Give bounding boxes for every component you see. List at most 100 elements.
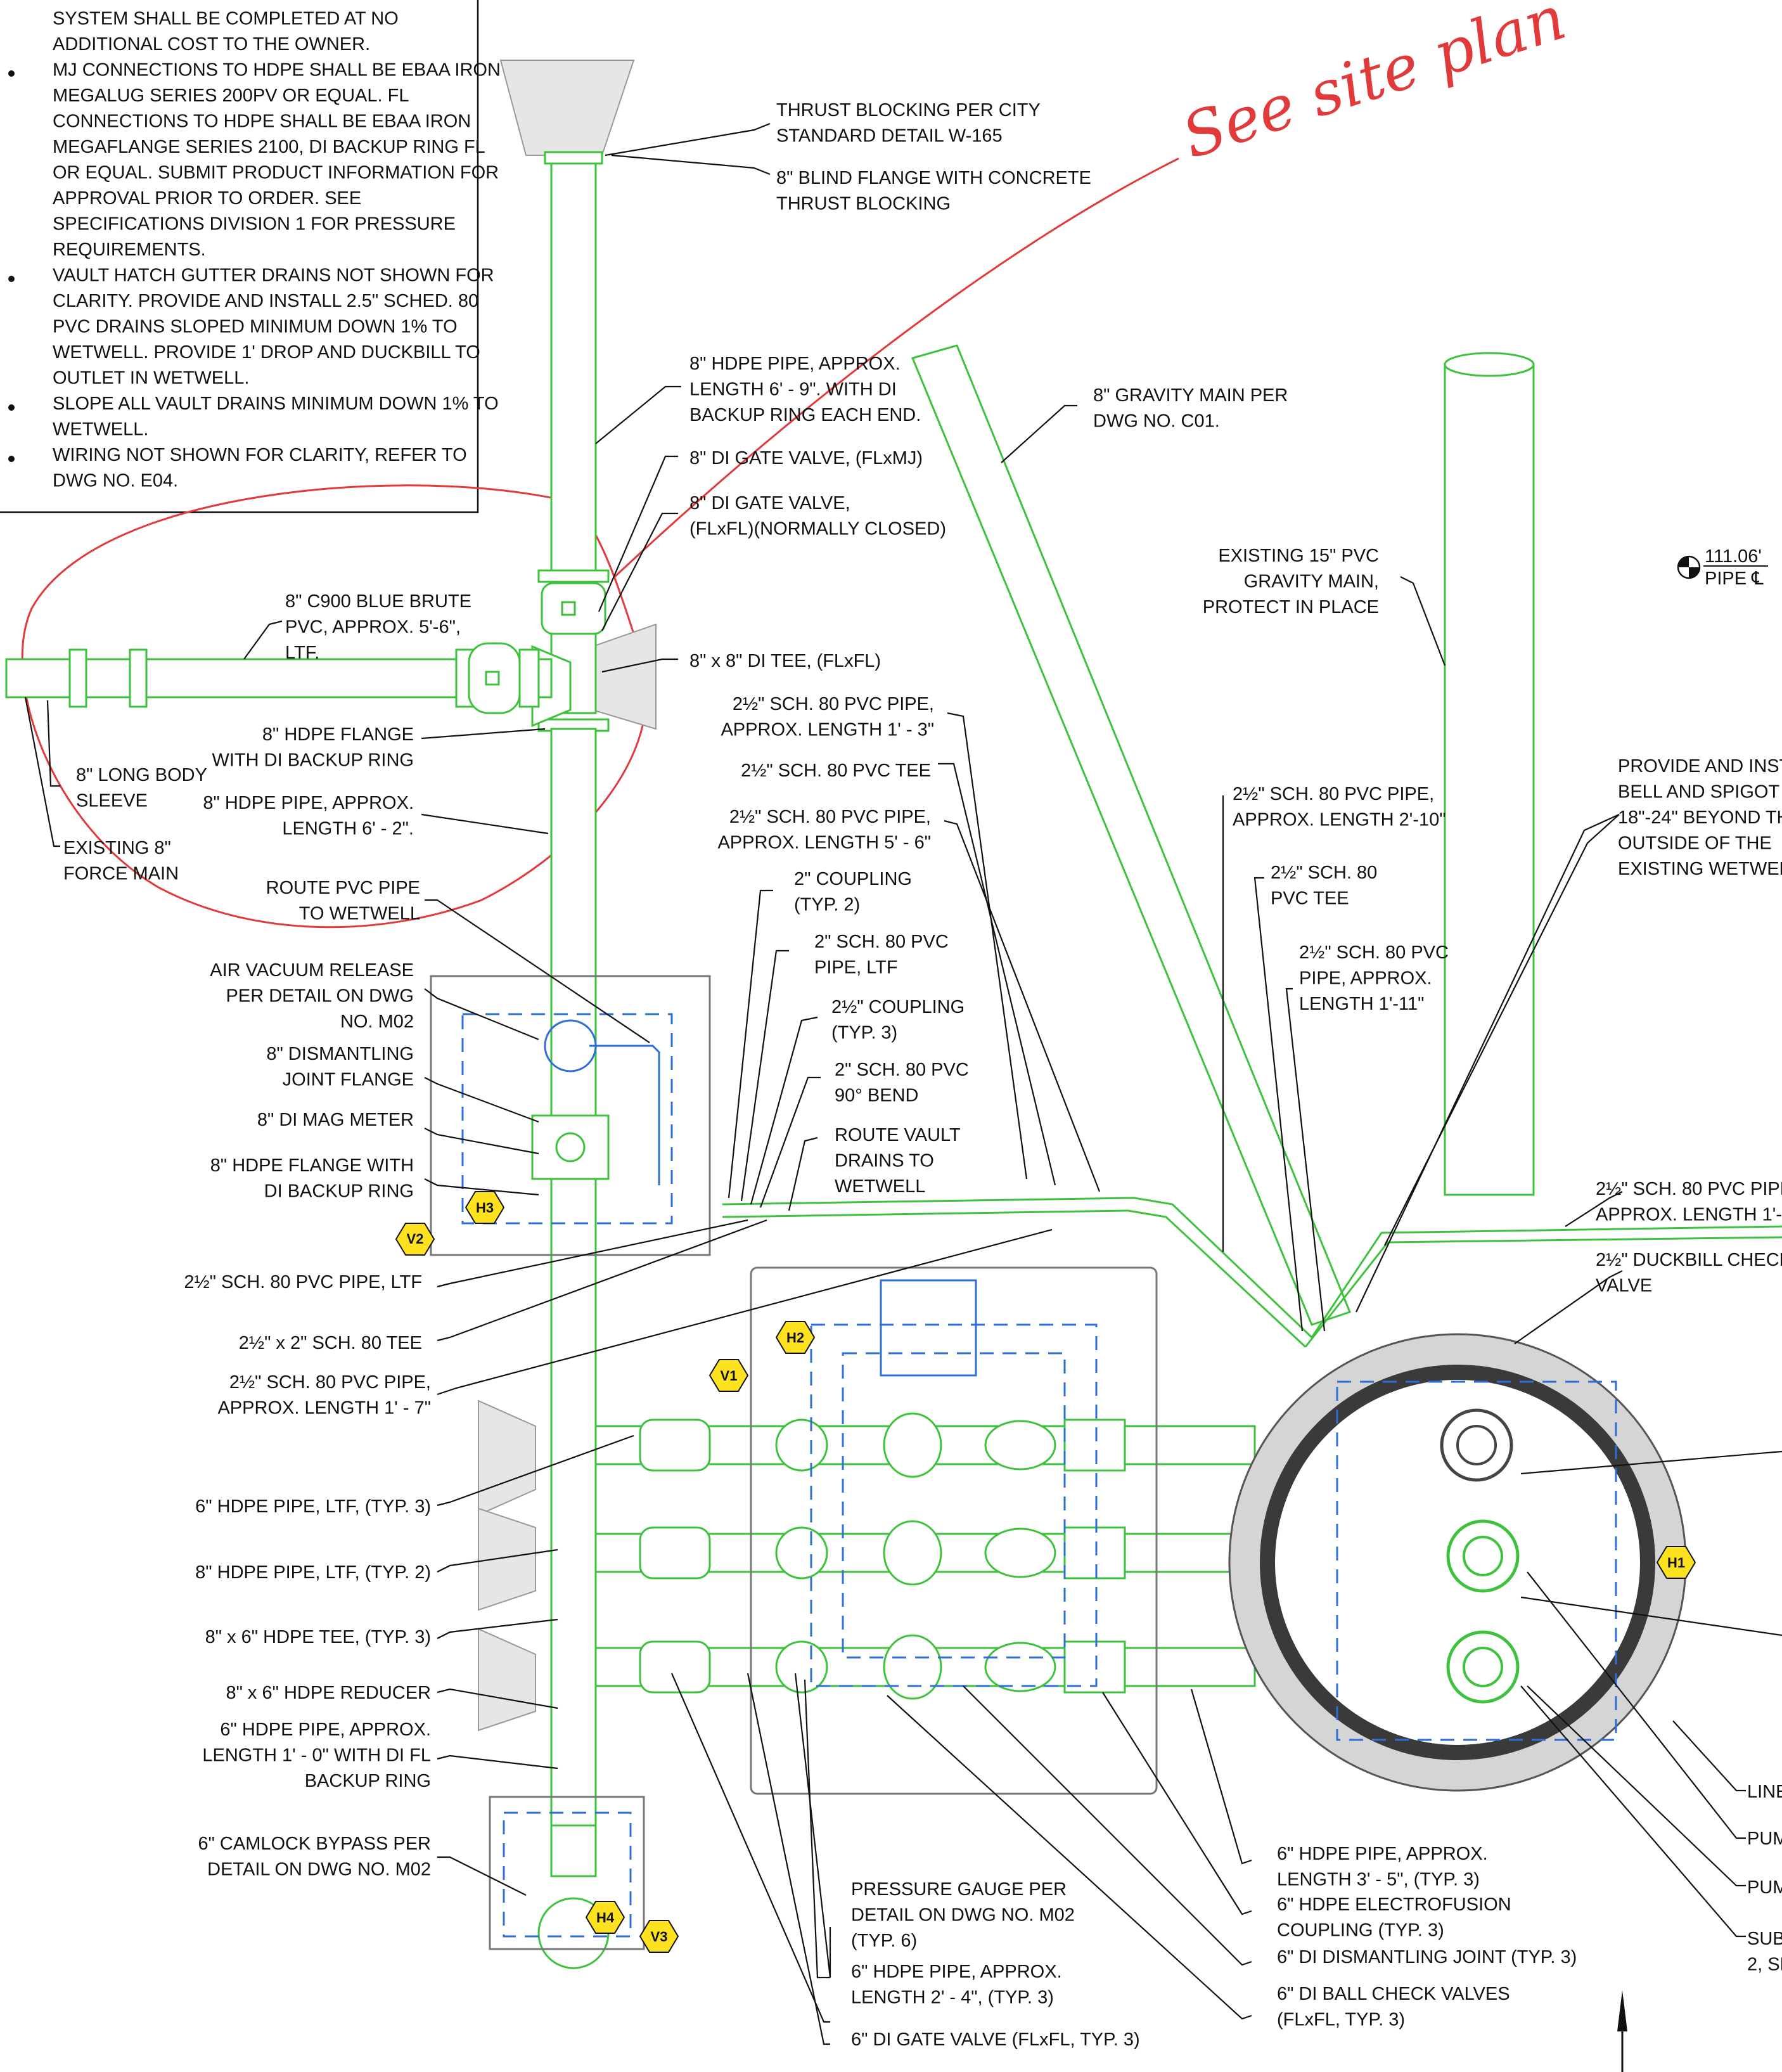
callout-line: APPROX. LENGTH 2'-10" bbox=[1233, 810, 1446, 830]
mag-meter-sensor bbox=[555, 1132, 586, 1162]
note-line: MJ CONNECTIONS TO HDPE SHALL BE EBAA IRO… bbox=[53, 60, 501, 80]
callout-line: COUPLING (TYP. 3) bbox=[1277, 1921, 1444, 1941]
callout-line: 8" DISMANTLING bbox=[266, 1044, 414, 1064]
callout-coupling-25: 2½" COUPLING(TYP. 3) bbox=[831, 997, 965, 1043]
valve-vault-hatch bbox=[810, 1323, 1098, 1687]
callout-line: 2" SCH. 80 PVC bbox=[835, 1060, 969, 1080]
meter-vault bbox=[430, 975, 711, 1256]
callout-line: 6" HDPE PIPE, APPROX. bbox=[1277, 1844, 1488, 1864]
callout-line: 2½" SCH. 80 PVC PIPE, bbox=[1233, 784, 1434, 804]
gate-valve-6in-2 bbox=[639, 1526, 711, 1580]
callout-line: 8" x 6" HDPE TEE, (TYP. 3) bbox=[205, 1627, 431, 1647]
gate-valve-6in-1 bbox=[639, 1419, 711, 1472]
note-line: CONTRACTOR TO FIELD FIT THE COMPLETE bbox=[53, 0, 449, 3]
thrust-blocks bbox=[478, 60, 657, 1732]
note-line: ADDITIONAL COST TO THE OWNER. bbox=[53, 34, 370, 55]
callout-line: 2½" SCH. 80 PVC PIPE, bbox=[729, 807, 931, 827]
note-line: SPECIFICATIONS DIVISION 1 FOR PRESSURE bbox=[53, 214, 456, 235]
callout-line: (TYP. 6) bbox=[851, 1931, 917, 1951]
callout-tee-25x2: 2½" x 2" SCH. 80 TEE bbox=[239, 1333, 422, 1353]
callout-line: APPROX. LENGTH 1' - 7" bbox=[217, 1398, 431, 1419]
vaults bbox=[430, 975, 1158, 1950]
pump-3-icon bbox=[1446, 1630, 1520, 1704]
callout-line: SLEEVE bbox=[76, 791, 148, 811]
valve-vault-ladder bbox=[880, 1279, 977, 1377]
callout-line: LENGTH 2' - 4", (TYP. 3) bbox=[851, 1988, 1054, 2008]
svg-text:H4: H4 bbox=[596, 1910, 615, 1926]
callout-line: WETWELL bbox=[835, 1176, 925, 1197]
callout-line: 8" DI GATE VALVE, (FLxMJ) bbox=[689, 448, 923, 468]
bypass-vault bbox=[489, 1796, 645, 1950]
wetwell bbox=[1228, 1333, 1687, 1792]
callout-line: 6" HDPE PIPE, LTF, (TYP. 3) bbox=[195, 1496, 431, 1517]
callout-line: APPROX. LENGTH 1'-4" bbox=[1596, 1205, 1782, 1225]
callout-line: 2" SCH. 80 PVC bbox=[814, 932, 949, 952]
callout-line: 90° BEND bbox=[835, 1086, 918, 1106]
vertical-8in-pipe-lower bbox=[550, 728, 597, 1833]
callout-hdpe8-ltf: 8" HDPE PIPE, LTF, (TYP. 2) bbox=[195, 1562, 431, 1583]
callout-line: DETAIL ON DWG NO. M02 bbox=[207, 1860, 431, 1880]
callout-line: 2½" SCH. 80 PVC bbox=[1299, 943, 1449, 963]
gravity-main-8in bbox=[911, 344, 1351, 1326]
callout-line: 8" HDPE PIPE, APPROX. bbox=[203, 793, 414, 813]
callout-line: PVC TEE bbox=[1271, 889, 1349, 909]
pump-3-inner bbox=[1463, 1647, 1503, 1687]
note-bullet bbox=[8, 456, 15, 462]
note-line: SLOPE ALL VAULT DRAINS MINIMUM DOWN 1% T… bbox=[53, 394, 499, 414]
callout-line: APPROX. LENGTH 1' - 3" bbox=[721, 720, 934, 740]
callout-mag-meter: 8" DI MAG METER bbox=[257, 1110, 414, 1130]
callout-line: LENGTH 6' - 2". bbox=[282, 819, 414, 839]
callout-line: DETAIL ON DWG NO. M02 bbox=[851, 1905, 1075, 1926]
callout-line: PUM bbox=[1747, 1829, 1782, 1849]
callout-line: 8" BLIND FLANGE WITH CONCRETE bbox=[776, 168, 1091, 188]
note-line: WETWELL. bbox=[53, 420, 148, 440]
callout-line: LENGTH 1' - 0" WITH DI FL bbox=[202, 1746, 431, 1766]
callout-hdpe6-3-5: 6" HDPE PIPE, APPROX.LENGTH 3' - 5", (TY… bbox=[1277, 1844, 1488, 1890]
callout-line: NO. M02 bbox=[340, 1012, 414, 1032]
callout-line: PIPE, APPROX. bbox=[1299, 968, 1432, 989]
valve-flange-2 bbox=[518, 648, 540, 708]
callout-pvc-5-6: 2½" SCH. 80 PVC PIPE,APPROX. LENGTH 5' -… bbox=[717, 807, 931, 853]
ball-check-1 bbox=[883, 1412, 942, 1478]
gate-valve-vault-2 bbox=[984, 1528, 1056, 1578]
callout-pum2: PUM bbox=[1747, 1877, 1782, 1898]
sleeve-flange-2 bbox=[129, 648, 148, 708]
callout-line: (FLxFL)(NORMALLY CLOSED) bbox=[689, 519, 946, 539]
callout-pvc-2-10: 2½" SCH. 80 PVC PIPE, APPROX. LENGTH 2'-1… bbox=[1233, 784, 1446, 830]
callout-pvc-1-4: 2½" SCH. 80 PVC PIPE,APPROX. LENGTH 1'-4… bbox=[1596, 1179, 1782, 1225]
callout-line: PROTECT IN PLACE bbox=[1203, 597, 1379, 617]
thrust-block-2 bbox=[478, 1507, 536, 1611]
callout-pvc-1-3: 2½" SCH. 80 PVC PIPE,APPROX. LENGTH 1' -… bbox=[721, 694, 934, 740]
callout-line: 8" LONG BODY bbox=[76, 765, 207, 785]
callout-line: PROVIDE AND INSTA bbox=[1618, 756, 1782, 776]
callout-line: 8" HDPE PIPE, APPROX. bbox=[689, 354, 901, 374]
dismantling-joint-2 bbox=[775, 1526, 828, 1580]
tag-h1: H1 bbox=[1656, 1546, 1696, 1579]
callout-hdpe6-2-4: 6" HDPE PIPE, APPROX.LENGTH 2' - 4", (TY… bbox=[851, 1962, 1062, 2008]
callout-line: 2½" SCH. 80 PVC TEE bbox=[741, 761, 931, 781]
callout-line: 8" HDPE FLANGE bbox=[262, 724, 414, 745]
pump-2-inner bbox=[1463, 1536, 1503, 1576]
callout-line: FORCE MAIN bbox=[63, 864, 179, 884]
callout-line: (TYP. 2) bbox=[794, 895, 860, 915]
callout-line: 6" HDPE ELECTROFUSION bbox=[1277, 1895, 1511, 1915]
callout-line: WITH DI BACKUP RING bbox=[212, 750, 414, 771]
callout-pvc-1-7: 2½" SCH. 80 PVC PIPE,APPROX. LENGTH 1' -… bbox=[217, 1372, 431, 1419]
callout-tee-8x6: 8" x 6" HDPE TEE, (TYP. 3) bbox=[205, 1627, 431, 1647]
callout-line: ROUTE VAULT bbox=[835, 1125, 961, 1145]
callout-pum1: PUM bbox=[1747, 1829, 1782, 1849]
callout-line: 8" x 8" DI TEE, (FLxFL) bbox=[689, 651, 881, 671]
tag-h3: H3 bbox=[465, 1191, 505, 1224]
valve-vault bbox=[750, 1266, 1158, 1795]
callout-line: 8" HDPE FLANGE WITH bbox=[210, 1155, 414, 1176]
callout-line: 8" C900 BLUE BRUTE bbox=[285, 591, 471, 612]
air-vac-drain bbox=[589, 1045, 660, 1185]
callout-line: LENGTH 6' - 9". WITH DI bbox=[689, 380, 897, 400]
svg-text:H2: H2 bbox=[786, 1330, 804, 1346]
note-bullet bbox=[8, 404, 15, 411]
